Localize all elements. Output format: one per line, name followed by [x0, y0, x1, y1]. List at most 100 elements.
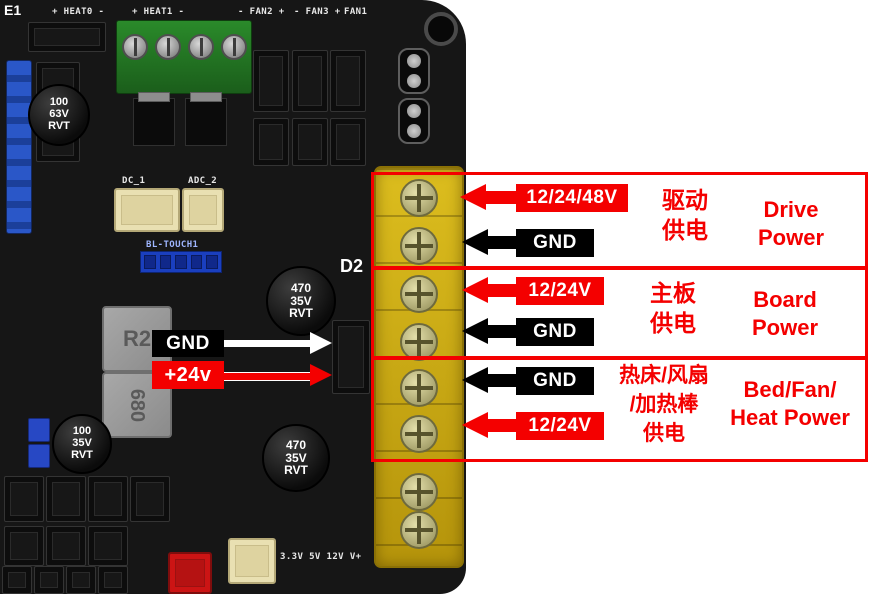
terminal-screw — [188, 34, 214, 60]
board-cn-label: 主板 供电 — [628, 278, 718, 338]
fan-connector — [292, 50, 328, 112]
drive-gnd-arrow-head — [462, 229, 488, 255]
heat1-label: + HEAT1 - — [132, 7, 185, 17]
cap-series: RVT — [289, 306, 313, 321]
bed-cn-line1: 热床/风扇 — [619, 364, 709, 387]
mosfet — [185, 92, 227, 146]
cap-series: RVT — [284, 463, 308, 478]
drive-cn-line2: 供电 — [662, 217, 708, 243]
board-cn-line1: 主板 — [650, 280, 696, 306]
board-gnd-annotation-tag: GND — [516, 318, 594, 346]
connector — [46, 476, 86, 522]
board-voltage-tag: 12/24V — [516, 277, 604, 305]
bed-power-arrow-shaft — [488, 419, 516, 432]
connector — [46, 526, 86, 566]
drive-gnd-arrow-shaft — [488, 236, 516, 249]
terminal-screw — [221, 34, 247, 60]
connector — [292, 118, 328, 166]
v24-arrow-head — [310, 364, 332, 386]
heat0-label: + HEAT0 - — [52, 7, 105, 17]
fuse-holder — [398, 48, 430, 94]
bed-en-label: Bed/Fan/ Heat Power — [716, 376, 864, 432]
bed-en-line1: Bed/Fan/ — [743, 377, 837, 402]
bed-en-line2: Heat Power — [730, 405, 850, 430]
cap-series: RVT — [48, 119, 70, 132]
board-en-line1: Board — [753, 287, 817, 312]
connector — [2, 566, 32, 594]
mounting-hole — [424, 12, 458, 46]
inductor-label: R2 — [122, 326, 152, 351]
cap-voltage: 63V — [49, 108, 69, 121]
jumper — [28, 418, 50, 442]
red-connector — [168, 552, 212, 594]
adc2-label: ADC_2 — [188, 176, 218, 186]
cap-value: 470 — [285, 437, 307, 452]
capacitor: 100 63V RVT — [28, 84, 90, 146]
connector — [4, 526, 44, 566]
fan-connector — [253, 50, 289, 112]
bed-cn-line3: 供电 — [643, 422, 685, 445]
connector — [4, 476, 44, 522]
drive-cn-label: 驱动 供电 — [640, 185, 730, 245]
terminal-screw-drive-v — [400, 179, 438, 217]
board-en-label: Board Power — [722, 286, 848, 342]
connector — [228, 538, 276, 584]
d2-label: D2 — [340, 256, 364, 276]
capacitor: 100 35V RVT — [52, 414, 112, 474]
bed-cn-line2: /加热棒 — [629, 393, 699, 416]
bed-gnd-arrow-head — [462, 367, 488, 393]
cap-value: 470 — [290, 280, 312, 295]
terminal-screw — [400, 473, 438, 511]
dc1-label: DC_1 — [122, 176, 146, 186]
fan3-label: - FAN3 + — [294, 7, 341, 17]
drive-voltage-tag: 12/24/48V — [516, 184, 628, 212]
bed-gnd-arrow-shaft — [488, 374, 516, 387]
fan2-label: - FAN2 + — [238, 7, 285, 17]
terminal-screw — [400, 511, 438, 549]
connector — [182, 188, 224, 232]
mosfet — [133, 92, 175, 146]
drive-cn-line1: 驱动 — [662, 187, 708, 213]
board-power-arrow-head — [462, 277, 488, 303]
board-gnd-arrow-shaft — [488, 325, 516, 338]
terminal-screw-bed-v — [400, 415, 438, 453]
connector — [28, 22, 106, 52]
bed-power-arrow-head — [462, 412, 488, 438]
board-corner-label: E1 — [4, 2, 22, 18]
drive-en-line1: Drive — [763, 197, 819, 222]
cap-value: 100 — [49, 96, 69, 109]
connector — [34, 566, 64, 594]
drive-en-label: Drive Power — [730, 196, 852, 252]
bl-touch-label: BL-TOUCH1 — [146, 240, 199, 250]
inductor-label: 680 — [126, 388, 149, 422]
bed-power-box — [371, 356, 868, 462]
bed-gnd-text: GND — [533, 370, 577, 391]
edge-connector — [6, 60, 32, 234]
fan1-label: FAN1 — [344, 7, 368, 17]
board-cn-line2: 供电 — [650, 310, 696, 336]
capacitor: 470 35V RVT — [262, 424, 330, 492]
board-gnd-tag: GND — [152, 330, 224, 357]
drive-en-line2: Power — [757, 225, 825, 250]
drive-power-arrow-head — [460, 184, 486, 210]
connector — [66, 566, 96, 594]
connector — [98, 566, 128, 594]
terminal-screw-bed-gnd — [400, 369, 438, 407]
fuse-holder — [398, 98, 430, 144]
cap-voltage: 35V — [285, 450, 307, 465]
board-voltage-text: 12/24V — [528, 280, 592, 301]
bl-touch-connector — [140, 251, 222, 273]
connector — [88, 526, 128, 566]
drive-voltage-text: 12/24/48V — [526, 187, 618, 208]
connector — [114, 188, 180, 232]
connector — [88, 476, 128, 522]
cap-voltage: 35V — [290, 293, 312, 308]
board-24v-text: +24v — [164, 363, 212, 386]
bed-voltage-text: 12/24V — [528, 415, 592, 436]
power-in-connector — [332, 320, 370, 394]
terminal-screw-drive-gnd — [400, 227, 438, 265]
bed-gnd-tag: GND — [516, 367, 594, 395]
cap-voltage: 35V — [72, 437, 92, 450]
cap-series: RVT — [71, 448, 93, 461]
